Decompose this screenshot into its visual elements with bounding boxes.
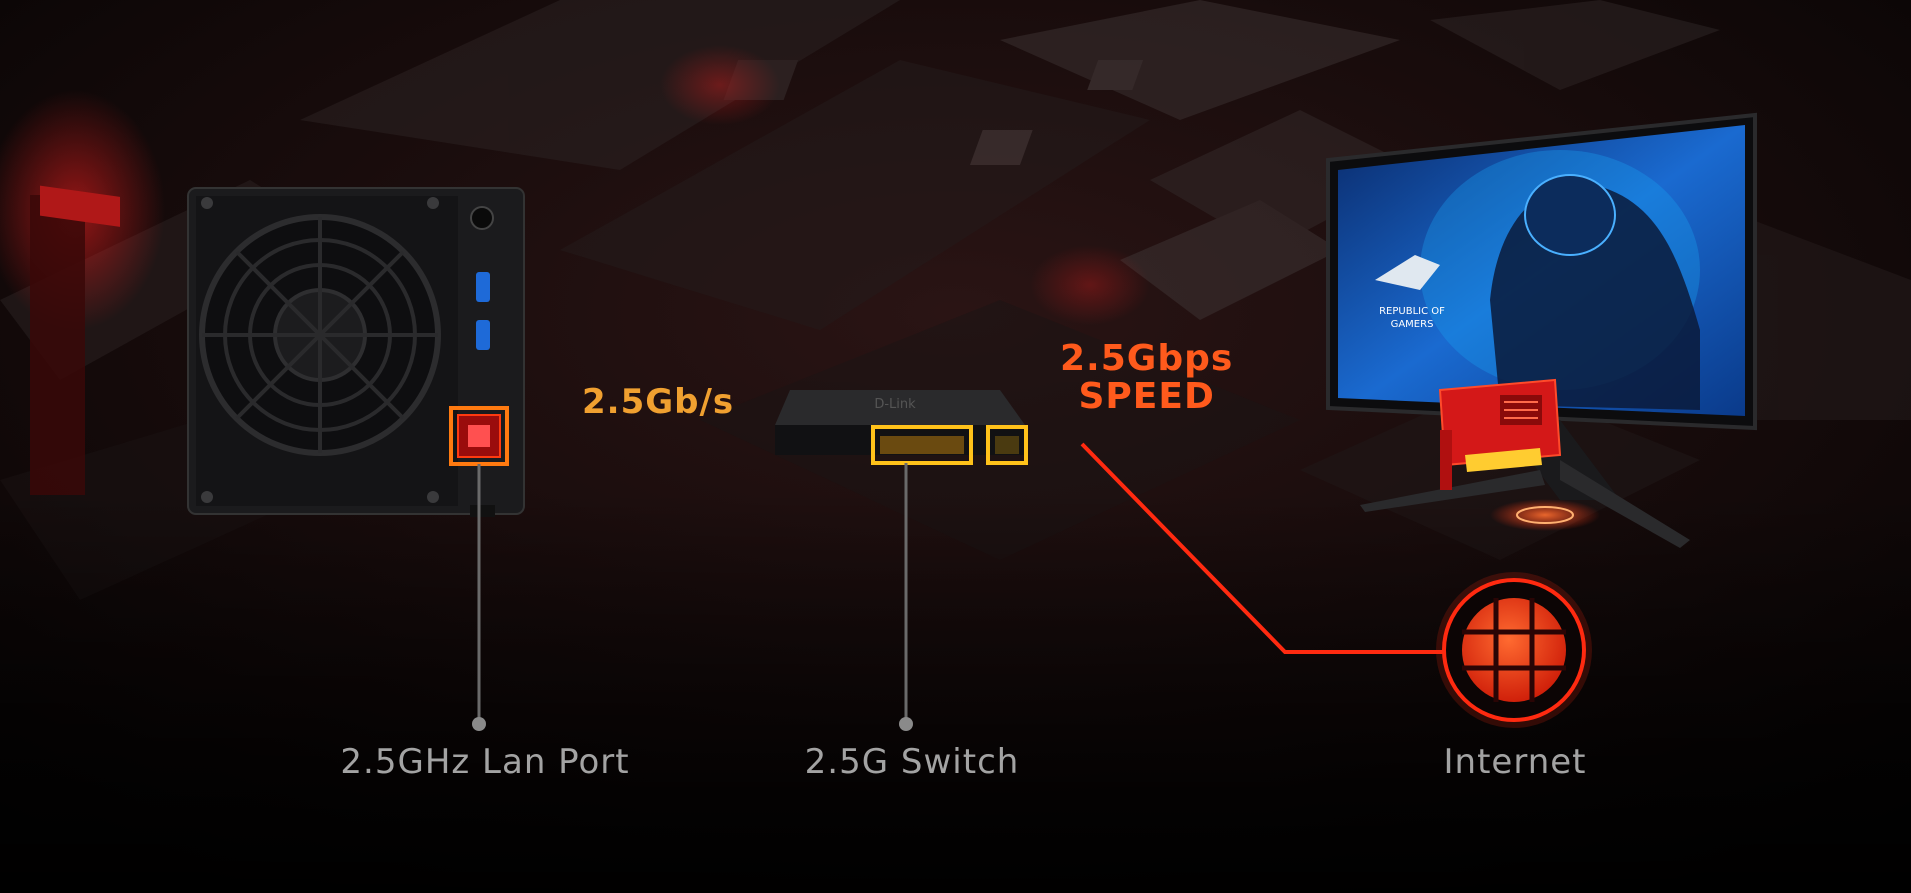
monitor-logo-line1: REPUBLIC OF <box>1379 306 1445 317</box>
globe-icon <box>1436 572 1592 728</box>
gaming-monitor-icon: REPUBLIC OF GAMERS <box>1326 112 1757 548</box>
monitor-logo-line2: GAMERS <box>1391 319 1434 330</box>
nas-device-icon <box>187 187 525 517</box>
nas-lan-port <box>449 406 509 466</box>
switch-device-icon: D-Link <box>775 390 1028 465</box>
leader-lines <box>477 463 908 722</box>
speed-badge-line1: 2.5Gbps <box>1060 338 1234 379</box>
network-card-icon <box>1438 378 1562 490</box>
rog-logo: REPUBLIC OF GAMERS <box>1375 255 1445 330</box>
switch-label: 2.5G Switch <box>804 742 1020 782</box>
switch-leader-dot <box>899 717 913 731</box>
internet-label: Internet <box>1443 742 1587 782</box>
nas-lan-port-label: 2.5GHz Lan Port <box>340 742 630 782</box>
speed-badge: 2.5Gbps SPEED <box>1060 340 1233 416</box>
nas-leader-dot <box>472 717 486 731</box>
speed-badge-line2: SPEED <box>1078 376 1215 417</box>
svg-text:D-Link: D-Link <box>874 397 916 412</box>
link-speed-label: 2.5Gb/s <box>582 382 735 422</box>
